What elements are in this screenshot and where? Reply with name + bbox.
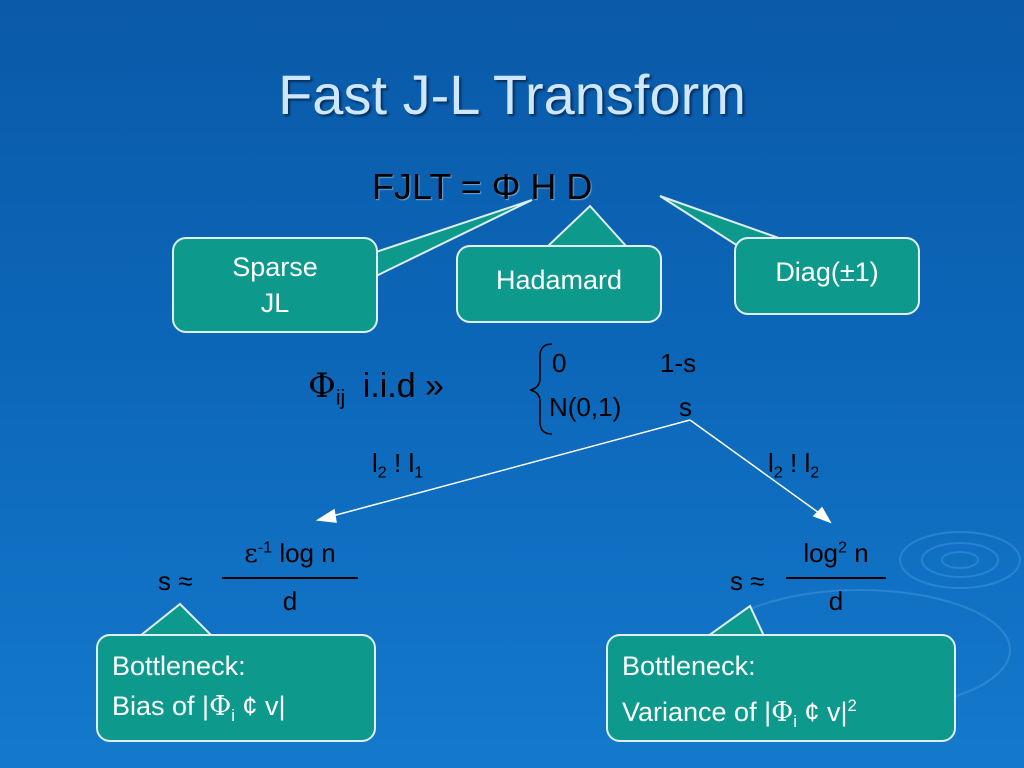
hadamard-callout: Hadamard <box>456 245 662 323</box>
cases-brace <box>529 343 553 435</box>
left-s-approx: s ≈ <box>158 566 193 596</box>
bottleneck-right-callout: Bottleneck: Variance of |Φi ¢ v|2 <box>606 634 956 742</box>
sparse-jl-callout: Sparse JL <box>172 237 378 333</box>
bottleneck-left-detail: Bias of |Φi ¢ v| <box>112 691 286 725</box>
cases-r1c2: 1-s <box>660 348 697 378</box>
cases-r1c1: 0 <box>552 348 567 378</box>
diag-callout: Diag(±1) <box>734 237 920 315</box>
phi-subscript: ij <box>335 386 346 410</box>
right-branch-label: l2 ! l2 <box>768 448 820 482</box>
diag-label: Diag(±1) <box>775 257 879 287</box>
cases-r2c2: s <box>679 392 692 422</box>
bottleneck-right-title: Bottleneck: <box>622 651 756 681</box>
bottleneck-left-tail <box>137 602 215 637</box>
iid-text: i.i.d » <box>362 367 444 405</box>
sparse-label: Sparse <box>232 252 318 282</box>
slide-title: Fast J-L Transform <box>278 63 746 126</box>
bottleneck-right-detail: Variance of |Φi ¢ v|2 <box>622 696 857 731</box>
right-s-approx: s ≈ <box>730 566 765 596</box>
bottleneck-right-tail <box>704 604 766 637</box>
phi-symbol: Φ <box>308 366 336 406</box>
fjlt-formula: FJLT = Φ H D <box>372 166 593 207</box>
cases-r2c1: N(0,1) <box>549 392 622 422</box>
left-numerator: ε-1 log n <box>244 538 336 569</box>
right-numerator: log2 n <box>803 538 869 568</box>
bottleneck-left-title: Bottleneck: <box>112 651 246 681</box>
left-denominator: d <box>282 586 298 616</box>
hadamard-label: Hadamard <box>495 265 623 295</box>
right-denominator: d <box>828 586 844 616</box>
bottleneck-left-callout: Bottleneck: Bias of |Φi ¢ v| <box>96 634 376 742</box>
left-branch-label: l2 ! l1 <box>372 448 424 482</box>
phi-iid-statement: Φij i.i.d » <box>308 366 444 410</box>
jl-label: JL <box>260 288 290 318</box>
hadamard-callout-tail <box>545 204 629 247</box>
branch-arrows <box>315 419 832 524</box>
